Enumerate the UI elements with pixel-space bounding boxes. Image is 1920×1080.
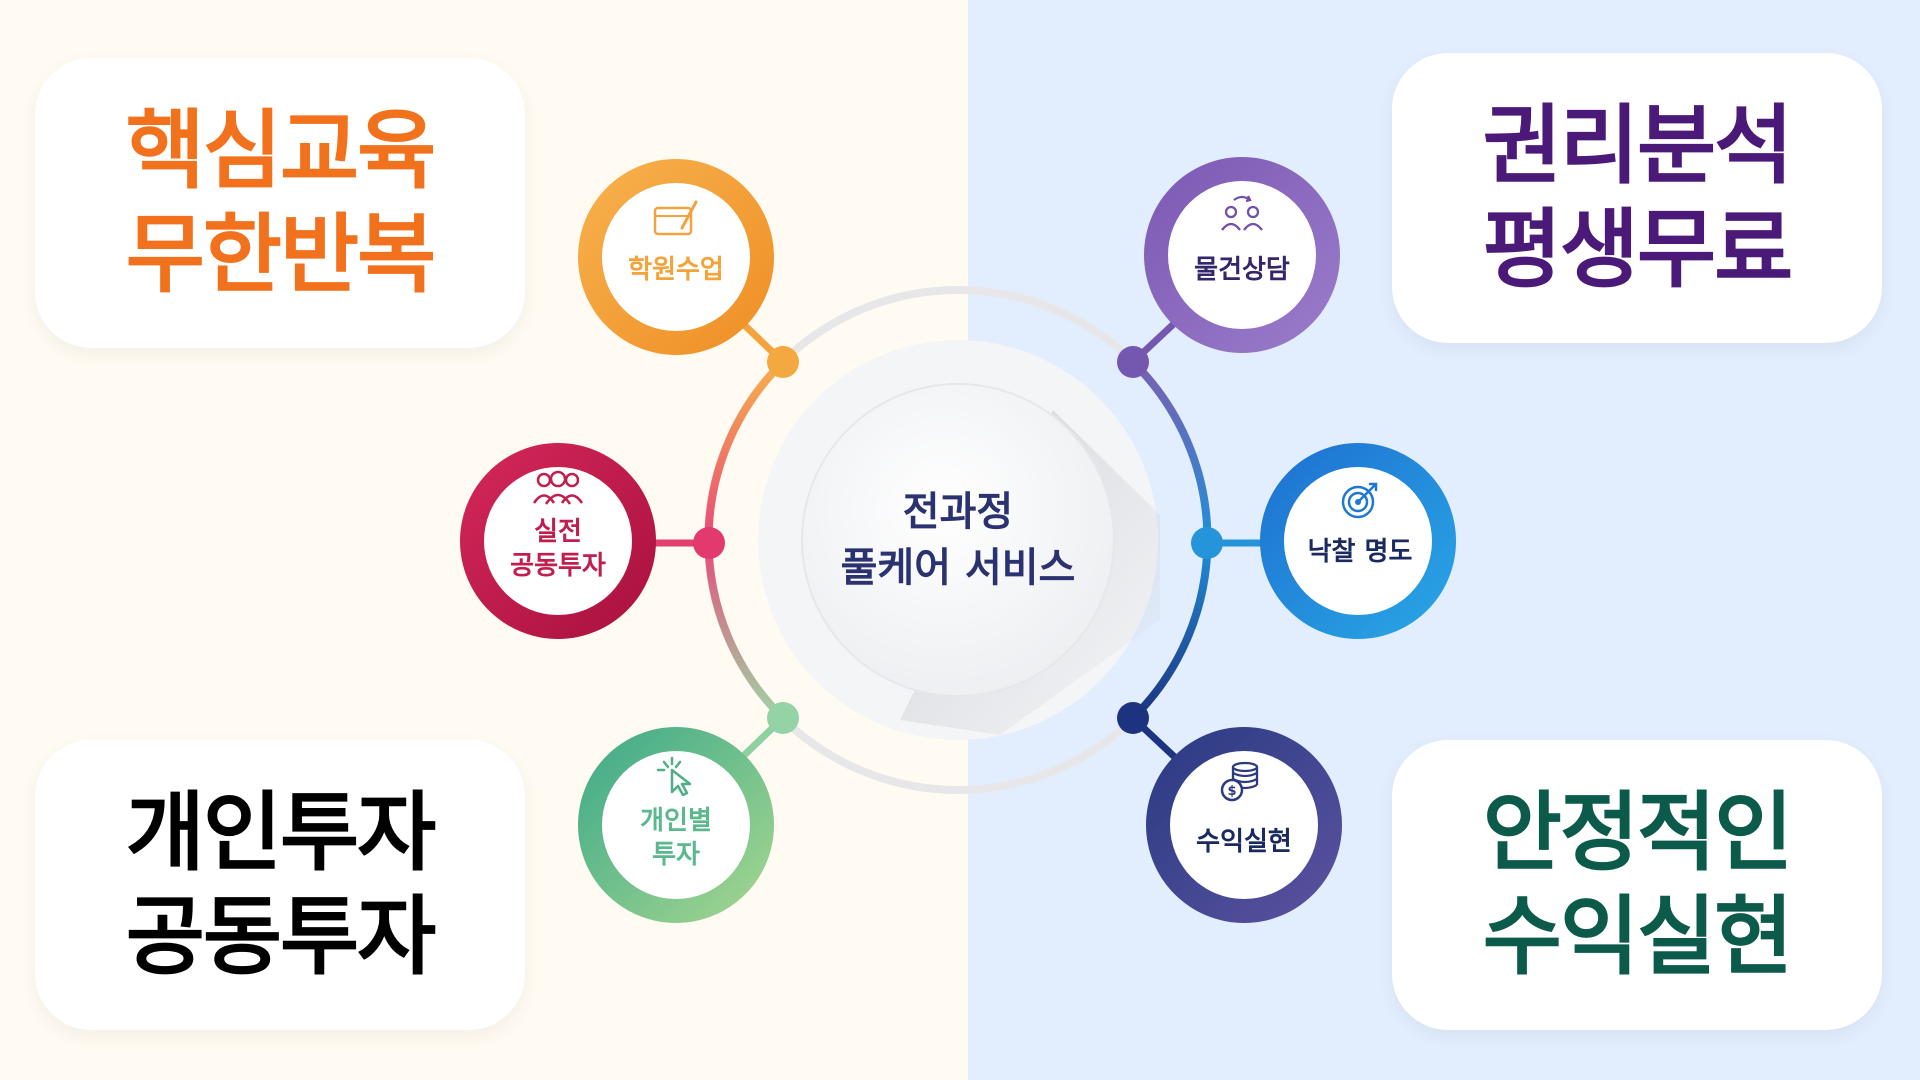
center-label: 전과정 풀케어 서비스 xyxy=(841,484,1076,596)
dot-academy xyxy=(767,346,799,378)
card-rights-analysis: 권리분석 평생무료 xyxy=(1392,53,1882,343)
card-line: 핵심교육 xyxy=(125,101,436,201)
label-profit: 수익실현 xyxy=(1196,825,1292,859)
satellite-academy xyxy=(578,159,774,355)
label-line: 수익실현 xyxy=(1196,827,1292,857)
card-line: 수익실현 xyxy=(1482,887,1793,987)
satellite-bid xyxy=(1260,443,1456,639)
satellite-individual xyxy=(578,727,774,923)
label-line: 공동투자 xyxy=(510,551,606,581)
card-investment-type: 개인투자 공동투자 xyxy=(35,740,525,1030)
label-joint: 실전 공동투자 xyxy=(510,515,606,583)
center-line: 풀케어 서비스 xyxy=(840,545,1076,591)
card-line: 평생무료 xyxy=(1482,200,1793,300)
satellite-joint xyxy=(460,443,656,639)
people-exchange-icon xyxy=(1221,195,1263,231)
label-line: 실전 xyxy=(534,517,582,547)
center-inner-disc xyxy=(801,383,1115,697)
dot-consult xyxy=(1117,346,1149,378)
label-individual: 개인별 투자 xyxy=(640,804,712,872)
card-core-education: 핵심교육 무한반복 xyxy=(35,58,525,348)
svg-text:$: $ xyxy=(1227,784,1236,799)
label-bid: 낙찰 명도 xyxy=(1308,535,1413,569)
label-line: 개인별 xyxy=(640,806,712,836)
card-line: 권리분석 xyxy=(1482,96,1793,196)
click-cursor-icon xyxy=(656,756,692,796)
dot-joint xyxy=(693,527,725,559)
card-stable-profit: 안정적인 수익실현 xyxy=(1392,740,1882,1030)
satellite-consult xyxy=(1144,157,1340,353)
card-line: 개인투자 xyxy=(125,783,436,883)
satellite-profit xyxy=(1146,727,1342,923)
card-line: 안정적인 xyxy=(1482,783,1793,883)
label-consult: 물건상담 xyxy=(1194,253,1290,287)
card-line: 무한반복 xyxy=(125,205,436,305)
group-people-icon xyxy=(532,470,584,505)
center-line: 전과정 xyxy=(902,489,1014,535)
label-line: 투자 xyxy=(652,840,700,870)
dot-profit xyxy=(1117,702,1149,734)
tablet-pen-icon xyxy=(653,200,698,236)
coin-stack-icon: $ xyxy=(1220,761,1259,802)
dot-bid xyxy=(1191,527,1223,559)
label-line: 학원수업 xyxy=(628,255,724,285)
card-line: 공동투자 xyxy=(125,887,436,987)
label-academy: 학원수업 xyxy=(628,253,724,287)
label-line: 낙찰 명도 xyxy=(1307,537,1413,567)
target-arrow-icon xyxy=(1341,482,1378,519)
label-line: 물건상담 xyxy=(1194,255,1290,285)
dot-individual xyxy=(767,702,799,734)
